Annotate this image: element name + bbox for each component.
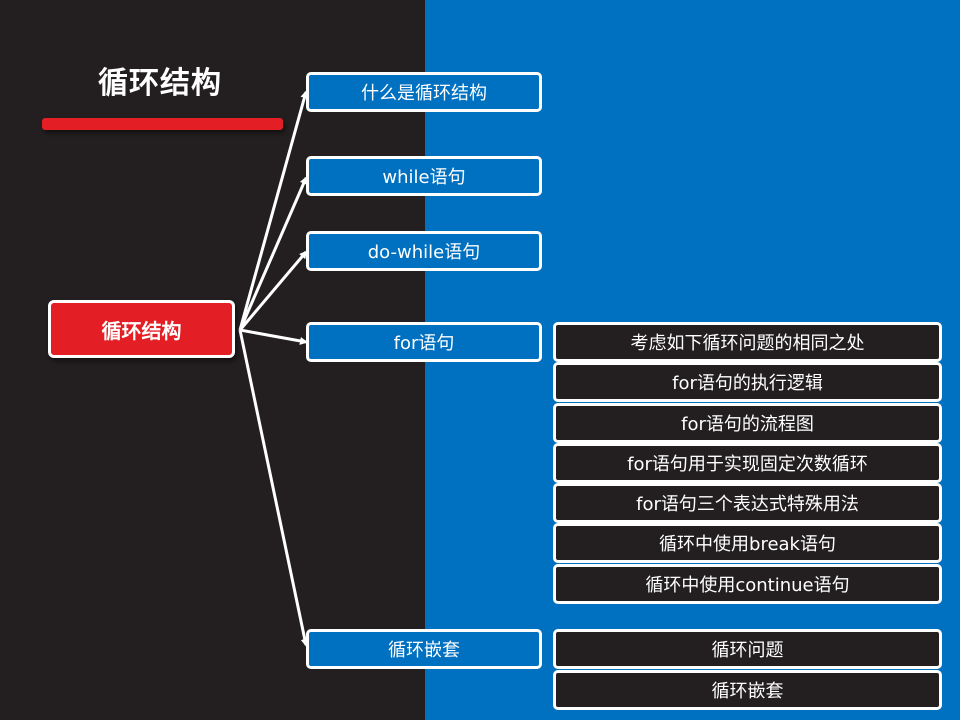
connector-what-is-loop <box>238 90 309 331</box>
nested-item: 循环问题 <box>553 629 942 669</box>
for-item: for语句的执行逻辑 <box>553 362 942 402</box>
nested-item: 循环嵌套 <box>553 670 942 710</box>
for-item: 考虑如下循环问题的相同之处 <box>553 322 942 362</box>
slide-title: 循环结构 <box>98 66 222 101</box>
connector-while <box>238 176 308 331</box>
branch-for: for语句 <box>306 322 542 362</box>
connector-nested <box>238 329 309 647</box>
connector-do-while <box>238 250 308 331</box>
for-item: for语句三个表达式特殊用法 <box>553 483 942 523</box>
branch-nested-loop: 循环嵌套 <box>306 629 542 669</box>
for-item: 循环中使用continue语句 <box>553 564 942 604</box>
connector-for <box>239 328 308 345</box>
for-item: for语句的流程图 <box>553 403 942 443</box>
root-node: 循环结构 <box>48 300 235 358</box>
branch-what-is-loop: 什么是循环结构 <box>306 72 542 112</box>
branch-while: while语句 <box>306 156 542 196</box>
branch-do-while: do-while语句 <box>306 231 542 271</box>
for-item: 循环中使用break语句 <box>553 523 942 563</box>
title-underline <box>42 118 283 130</box>
for-item: for语句用于实现固定次数循环 <box>553 443 942 483</box>
